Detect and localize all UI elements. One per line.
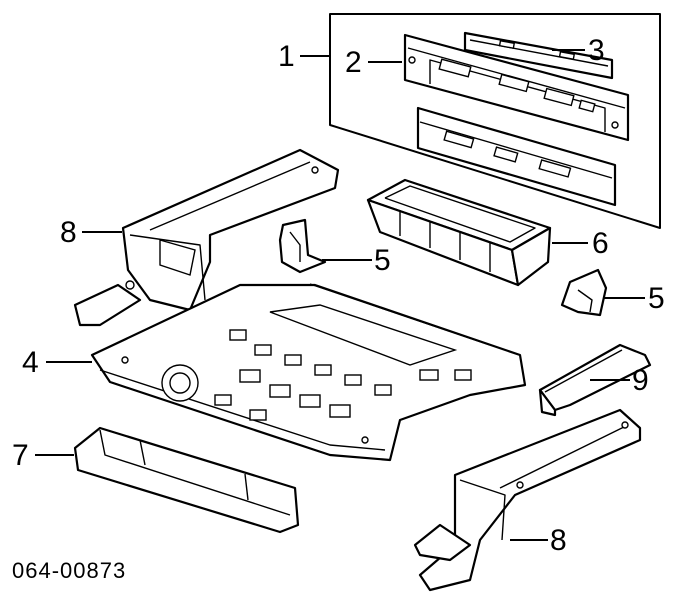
part-lower-crossmember — [416, 106, 617, 207]
callout-7: 7 — [12, 439, 29, 472]
part-8-frame-rail-lower — [413, 408, 642, 592]
part-7-front-crossmember — [73, 426, 300, 534]
callout-8-lower: 8 — [550, 524, 567, 557]
callout-6: 6 — [592, 227, 609, 260]
callout-1: 1 — [278, 40, 295, 73]
callout-5-right: 5 — [648, 282, 665, 315]
leader-lines — [35, 49, 645, 541]
callout-5-left: 5 — [374, 244, 391, 277]
part-2-rear-crossmember — [403, 33, 630, 142]
callout-2: 2 — [345, 46, 362, 79]
callout-3: 3 — [588, 34, 605, 67]
part-8-frame-rail-upper — [73, 148, 340, 327]
part-3-rear-crossmember-upper — [463, 31, 614, 80]
part-5-bracket-right — [560, 268, 608, 317]
part-5-bracket-left — [278, 218, 327, 274]
part-4-floor-pan — [90, 283, 527, 462]
callouts: 1 2 3 4 5 5 6 7 8 8 9 — [12, 34, 665, 557]
callout-4: 4 — [22, 346, 39, 379]
part-9-frame-bracket — [538, 343, 652, 417]
reference-code: 064-00873 — [12, 558, 126, 583]
callout-9: 9 — [632, 364, 649, 397]
callout-8-upper: 8 — [60, 216, 77, 249]
part-6-storage-tub — [366, 178, 552, 287]
